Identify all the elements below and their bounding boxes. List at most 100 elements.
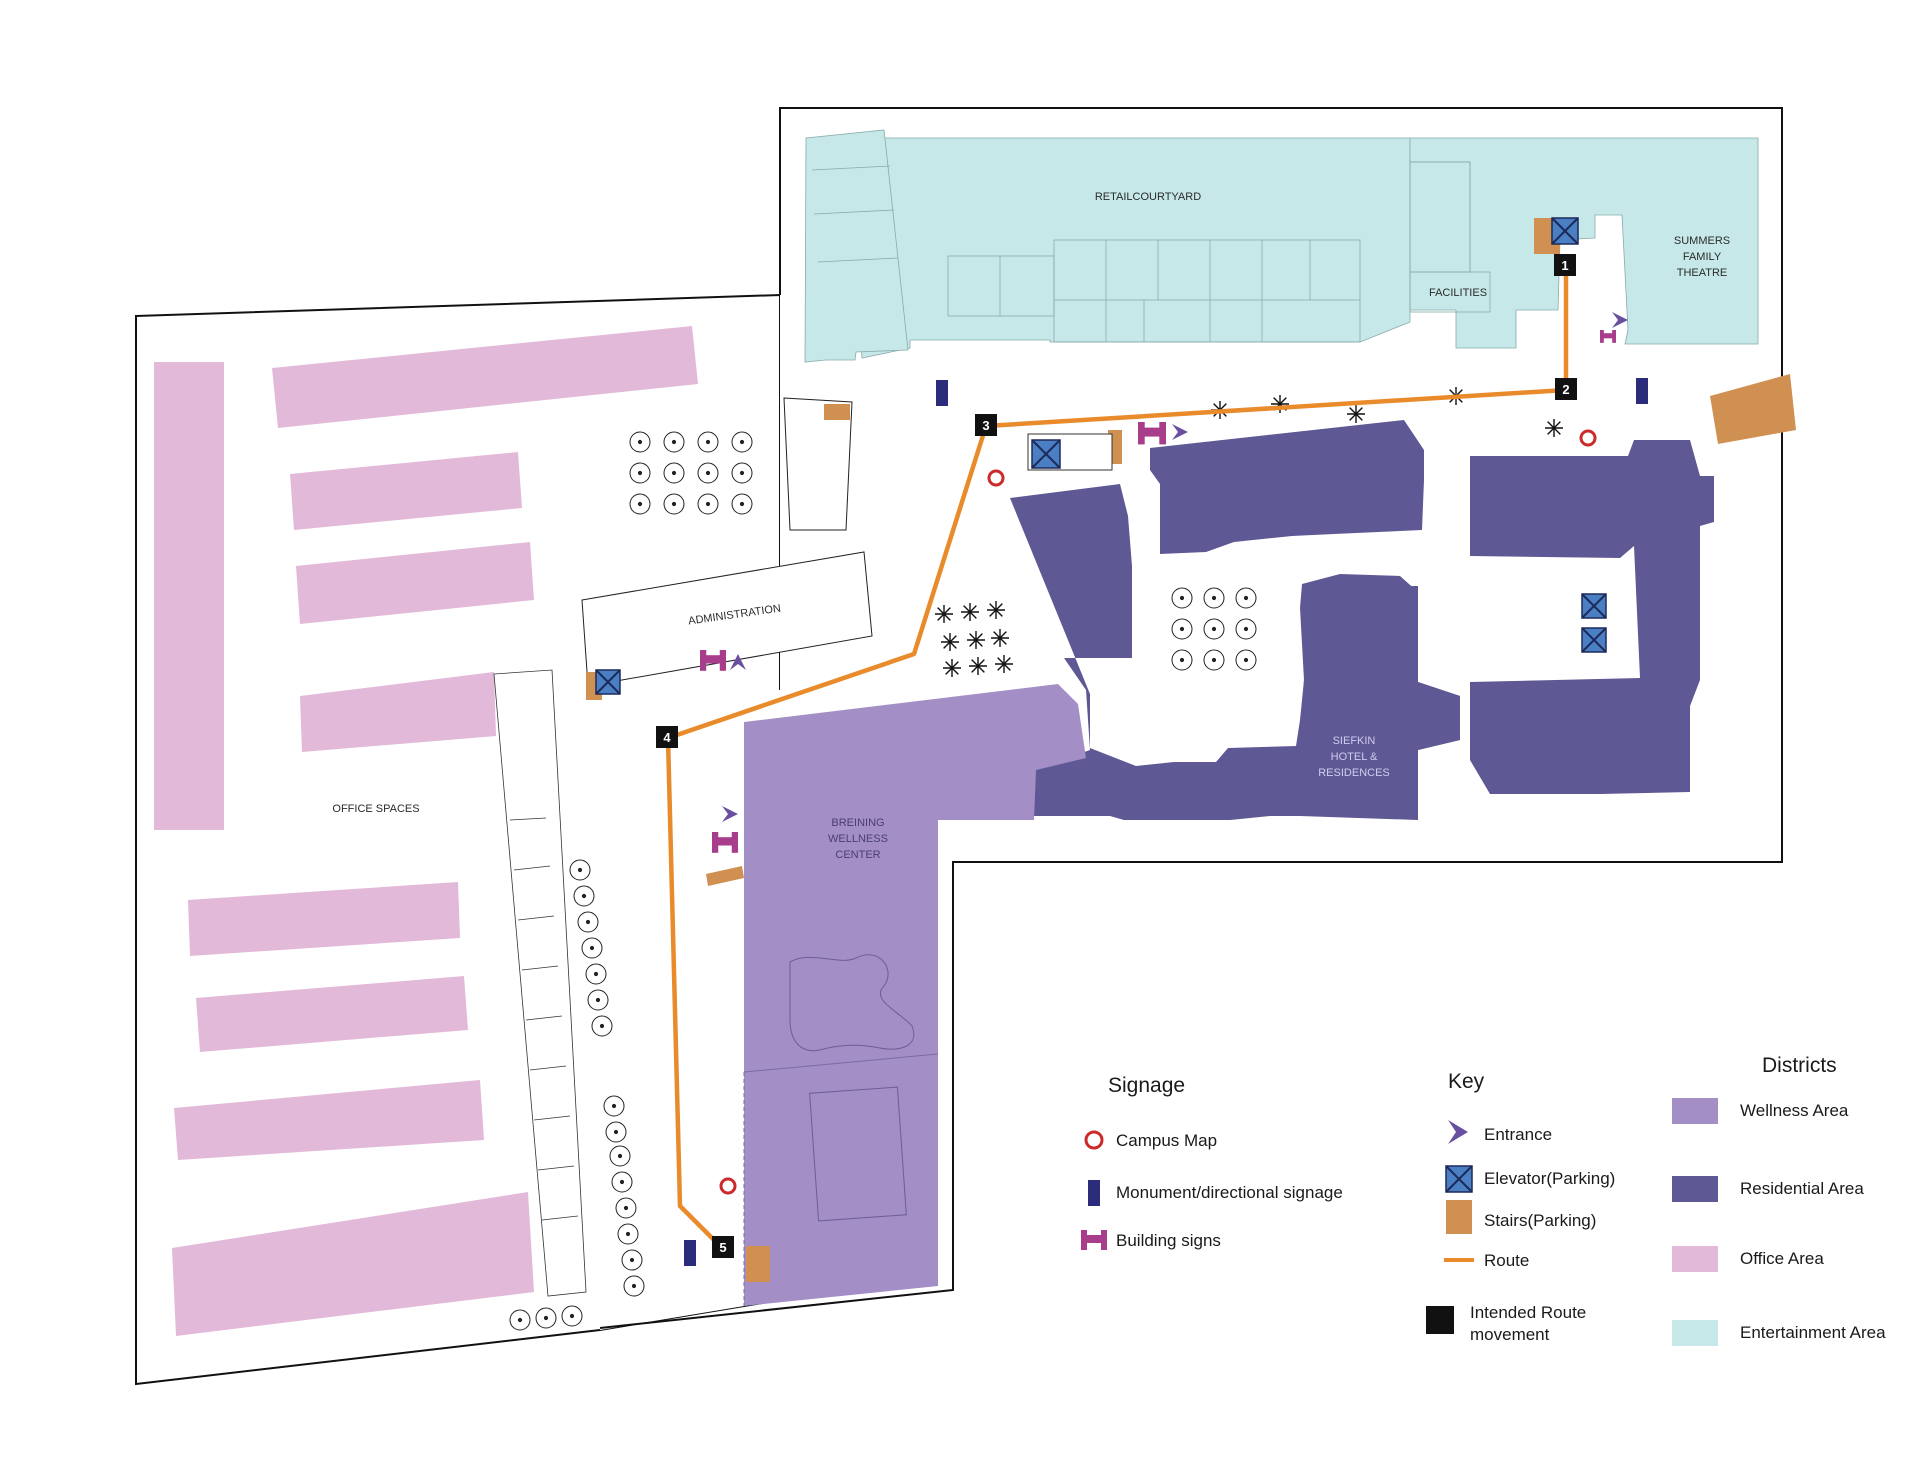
monument-sign-icon[interactable] — [936, 380, 948, 406]
legend-entertainment-label: Entertainment Area — [1740, 1323, 1886, 1342]
elevator-icon — [1445, 1165, 1473, 1193]
table-icon — [697, 493, 719, 515]
table-icon — [609, 1145, 631, 1167]
table-icon — [561, 1305, 583, 1327]
table-icon — [587, 989, 609, 1011]
legend-stairs-label: Stairs(Parking) — [1484, 1211, 1596, 1230]
office-block-7[interactable] — [174, 1080, 484, 1160]
table-icon — [605, 1121, 627, 1143]
office-block-2[interactable] — [290, 452, 522, 530]
office-block-1[interactable] — [272, 326, 698, 428]
tree-icon — [967, 631, 985, 649]
legend-campus-map-label: Campus Map — [1116, 1131, 1217, 1150]
route-step-2[interactable]: 2 — [1555, 378, 1577, 400]
legend-residential-label: Residential Area — [1740, 1179, 1864, 1198]
table-icon — [591, 1015, 613, 1037]
campus-map-icon[interactable] — [719, 1177, 737, 1195]
site-boundary-east-outline — [599, 107, 1783, 1329]
elevator-icon — [1581, 627, 1607, 653]
tree-icon — [987, 601, 1005, 619]
table-icon — [1171, 587, 1193, 609]
monument-markers — [684, 378, 1648, 1266]
wellness-label-3: CENTER — [835, 849, 880, 861]
entertainment-district — [804, 129, 1759, 363]
table-icon — [1235, 587, 1257, 609]
route-step-3[interactable]: 3 — [975, 414, 997, 436]
table-icon — [573, 885, 595, 907]
building-sign-markers — [700, 330, 1616, 853]
legend-districts-title: Districts — [1762, 1054, 1837, 1077]
tree-icon — [969, 657, 987, 675]
campus-map-icon[interactable] — [987, 469, 1005, 487]
building-sign-icon[interactable] — [700, 650, 726, 671]
table-icon — [1171, 649, 1193, 671]
elevator-markers — [595, 217, 1607, 695]
entrance-icon[interactable] — [1172, 424, 1188, 440]
building-sign-icon[interactable] — [712, 832, 738, 853]
wellness-center[interactable] — [744, 684, 1086, 1306]
hotel-north-wing[interactable] — [1150, 420, 1424, 554]
table-icon — [617, 1223, 639, 1245]
table-icon — [1235, 649, 1257, 671]
tree-icon — [1347, 405, 1365, 423]
entrance-markers — [722, 312, 1628, 822]
hotel-label-1: SIEFKIN — [1333, 735, 1376, 747]
monument-sign-icon[interactable] — [684, 1240, 696, 1266]
hotel-center-court[interactable] — [1300, 586, 1460, 750]
legend-monument-label: Monument/directional signage — [1116, 1183, 1343, 1202]
monument-sign-icon[interactable] — [1636, 378, 1648, 404]
table-icon — [1203, 618, 1225, 640]
building-sign-icon[interactable] — [1600, 330, 1616, 343]
legend-office-label: Office Area — [1740, 1249, 1824, 1268]
building-sign-icon[interactable] — [1138, 422, 1166, 445]
table-icon — [623, 1275, 645, 1297]
legend-route-marker-label-1: Intended Route — [1470, 1303, 1586, 1322]
administration-building[interactable] — [581, 551, 873, 687]
route-marker-icon — [712, 1236, 734, 1258]
retail-west-wing — [804, 129, 909, 363]
table-icon — [577, 911, 599, 933]
wellness-district — [744, 684, 1086, 1306]
office-block-6[interactable] — [196, 976, 468, 1052]
route-marker-icon — [656, 726, 678, 748]
entrance-icon[interactable] — [722, 806, 738, 822]
table-icon — [731, 493, 753, 515]
route-step-label: 1 — [1561, 258, 1568, 273]
facilities-label: FACILITIES — [1429, 287, 1487, 299]
table-icon — [621, 1249, 643, 1271]
office-block-3[interactable] — [296, 542, 534, 624]
elevator-icon — [1031, 439, 1061, 469]
table-icon — [581, 937, 603, 959]
parking-garage-outline — [783, 397, 853, 531]
theatre-label-2: FAMILY — [1683, 251, 1722, 263]
route-step-label: 4 — [663, 730, 671, 745]
tree-icon — [943, 659, 961, 677]
campus-map-icon[interactable] — [1579, 429, 1597, 447]
route-step-1[interactable]: 1 — [1554, 254, 1576, 276]
tree-icon — [1545, 419, 1563, 437]
table-icon — [615, 1197, 637, 1219]
table-icon — [611, 1171, 633, 1193]
office-block-4[interactable] — [300, 672, 496, 752]
office-west-bar[interactable] — [154, 362, 224, 830]
residential-swatch — [1672, 1176, 1718, 1202]
stairs-icon — [706, 866, 744, 886]
route-marker-icon — [1426, 1306, 1454, 1334]
table-icon — [663, 431, 685, 453]
entrance-icon — [1448, 1120, 1468, 1144]
monument-sign-icon — [1088, 1180, 1100, 1206]
entrance-icon[interactable] — [1612, 312, 1628, 328]
legend-building-signs-label: Building signs — [1116, 1231, 1221, 1250]
office-block-8[interactable] — [172, 1192, 534, 1336]
table-icon — [731, 462, 753, 484]
table-icon — [1171, 618, 1193, 640]
tree-icon — [991, 629, 1009, 647]
office-block-5[interactable] — [188, 882, 460, 956]
route-marker-icon — [975, 414, 997, 436]
hotel-east-block[interactable] — [1470, 440, 1714, 794]
retail-label: RETAILCOURTYARD — [1095, 191, 1201, 203]
route-step-4[interactable]: 4 — [656, 726, 678, 748]
entrance-icon[interactable] — [730, 654, 746, 670]
townhouse-row — [493, 669, 587, 1297]
route-step-5[interactable]: 5 — [712, 1236, 734, 1258]
